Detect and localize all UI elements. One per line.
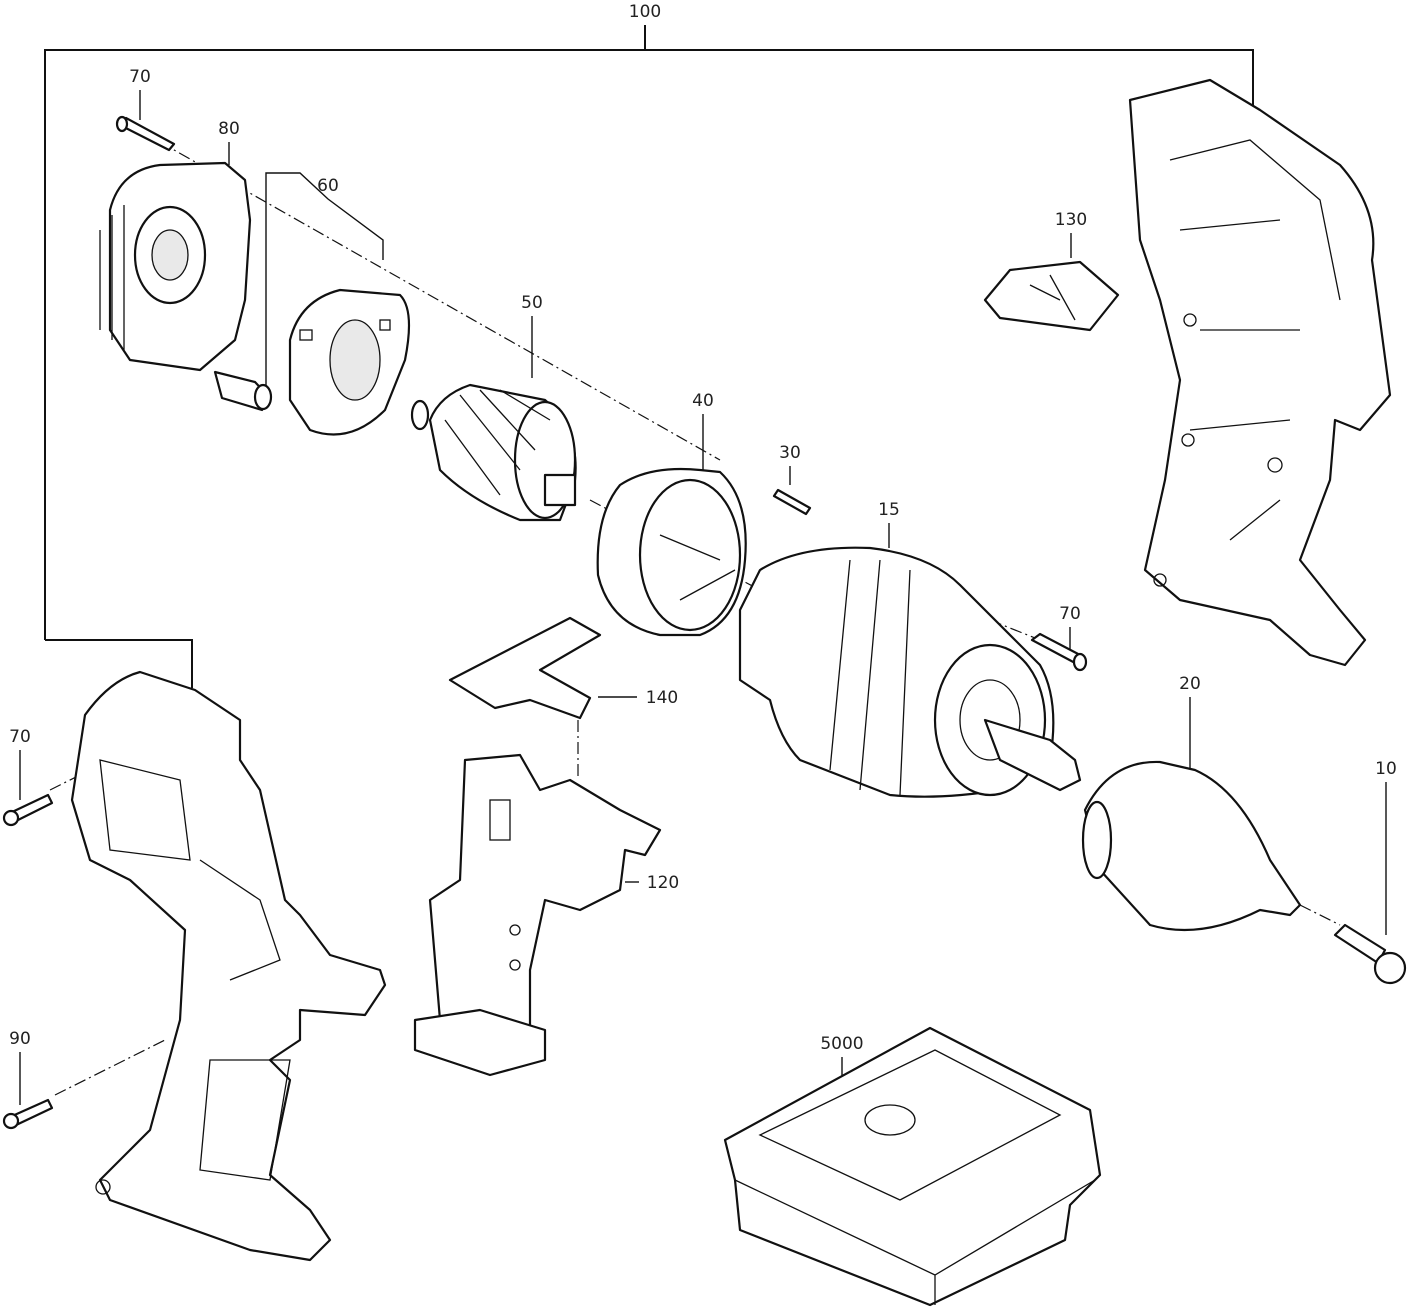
motor-cover-80 xyxy=(99,161,252,372)
callout-40: 40 xyxy=(692,391,714,411)
gearbox-15 xyxy=(738,546,1082,798)
pin-30 xyxy=(772,488,812,516)
switch-120 xyxy=(413,753,662,1077)
callout-15: 15 xyxy=(878,500,900,520)
magnet-ring-40 xyxy=(596,467,747,637)
screw-90 xyxy=(2,1098,54,1130)
callout-10: 10 xyxy=(1375,759,1397,779)
callout-90: 90 xyxy=(9,1029,31,1049)
callout-20: 20 xyxy=(1179,674,1201,694)
callout-70-gearbox: 70 xyxy=(1059,604,1081,624)
callout-60: 60 xyxy=(317,176,339,196)
carry-case-5000 xyxy=(723,1026,1102,1307)
callout-70-left: 70 xyxy=(9,727,31,747)
callout-140: 140 xyxy=(646,688,678,708)
screw-70-left xyxy=(2,793,54,827)
screw-10 xyxy=(1333,923,1407,985)
callout-130: 130 xyxy=(1055,210,1087,230)
brush-plate-60 xyxy=(288,288,411,436)
switch-lever-140 xyxy=(448,616,602,720)
callout-120: 120 xyxy=(647,873,679,893)
bearing-sleeve xyxy=(213,370,273,412)
callout-5000: 5000 xyxy=(820,1034,863,1054)
chuck-20 xyxy=(1081,760,1302,932)
slide-130 xyxy=(983,260,1120,332)
callout-30: 30 xyxy=(779,443,801,463)
callout-70-top: 70 xyxy=(129,67,151,87)
callout-80: 80 xyxy=(218,119,240,139)
armature-50 xyxy=(410,383,577,522)
callout-100: 100 xyxy=(629,2,661,22)
screw-70-gearbox xyxy=(1030,632,1088,672)
housing-right-half xyxy=(1128,78,1392,667)
callout-50: 50 xyxy=(521,293,543,313)
screw-70-top xyxy=(115,115,176,152)
housing-left-half xyxy=(70,670,387,1262)
assembly-bracket-100 xyxy=(44,25,1254,688)
